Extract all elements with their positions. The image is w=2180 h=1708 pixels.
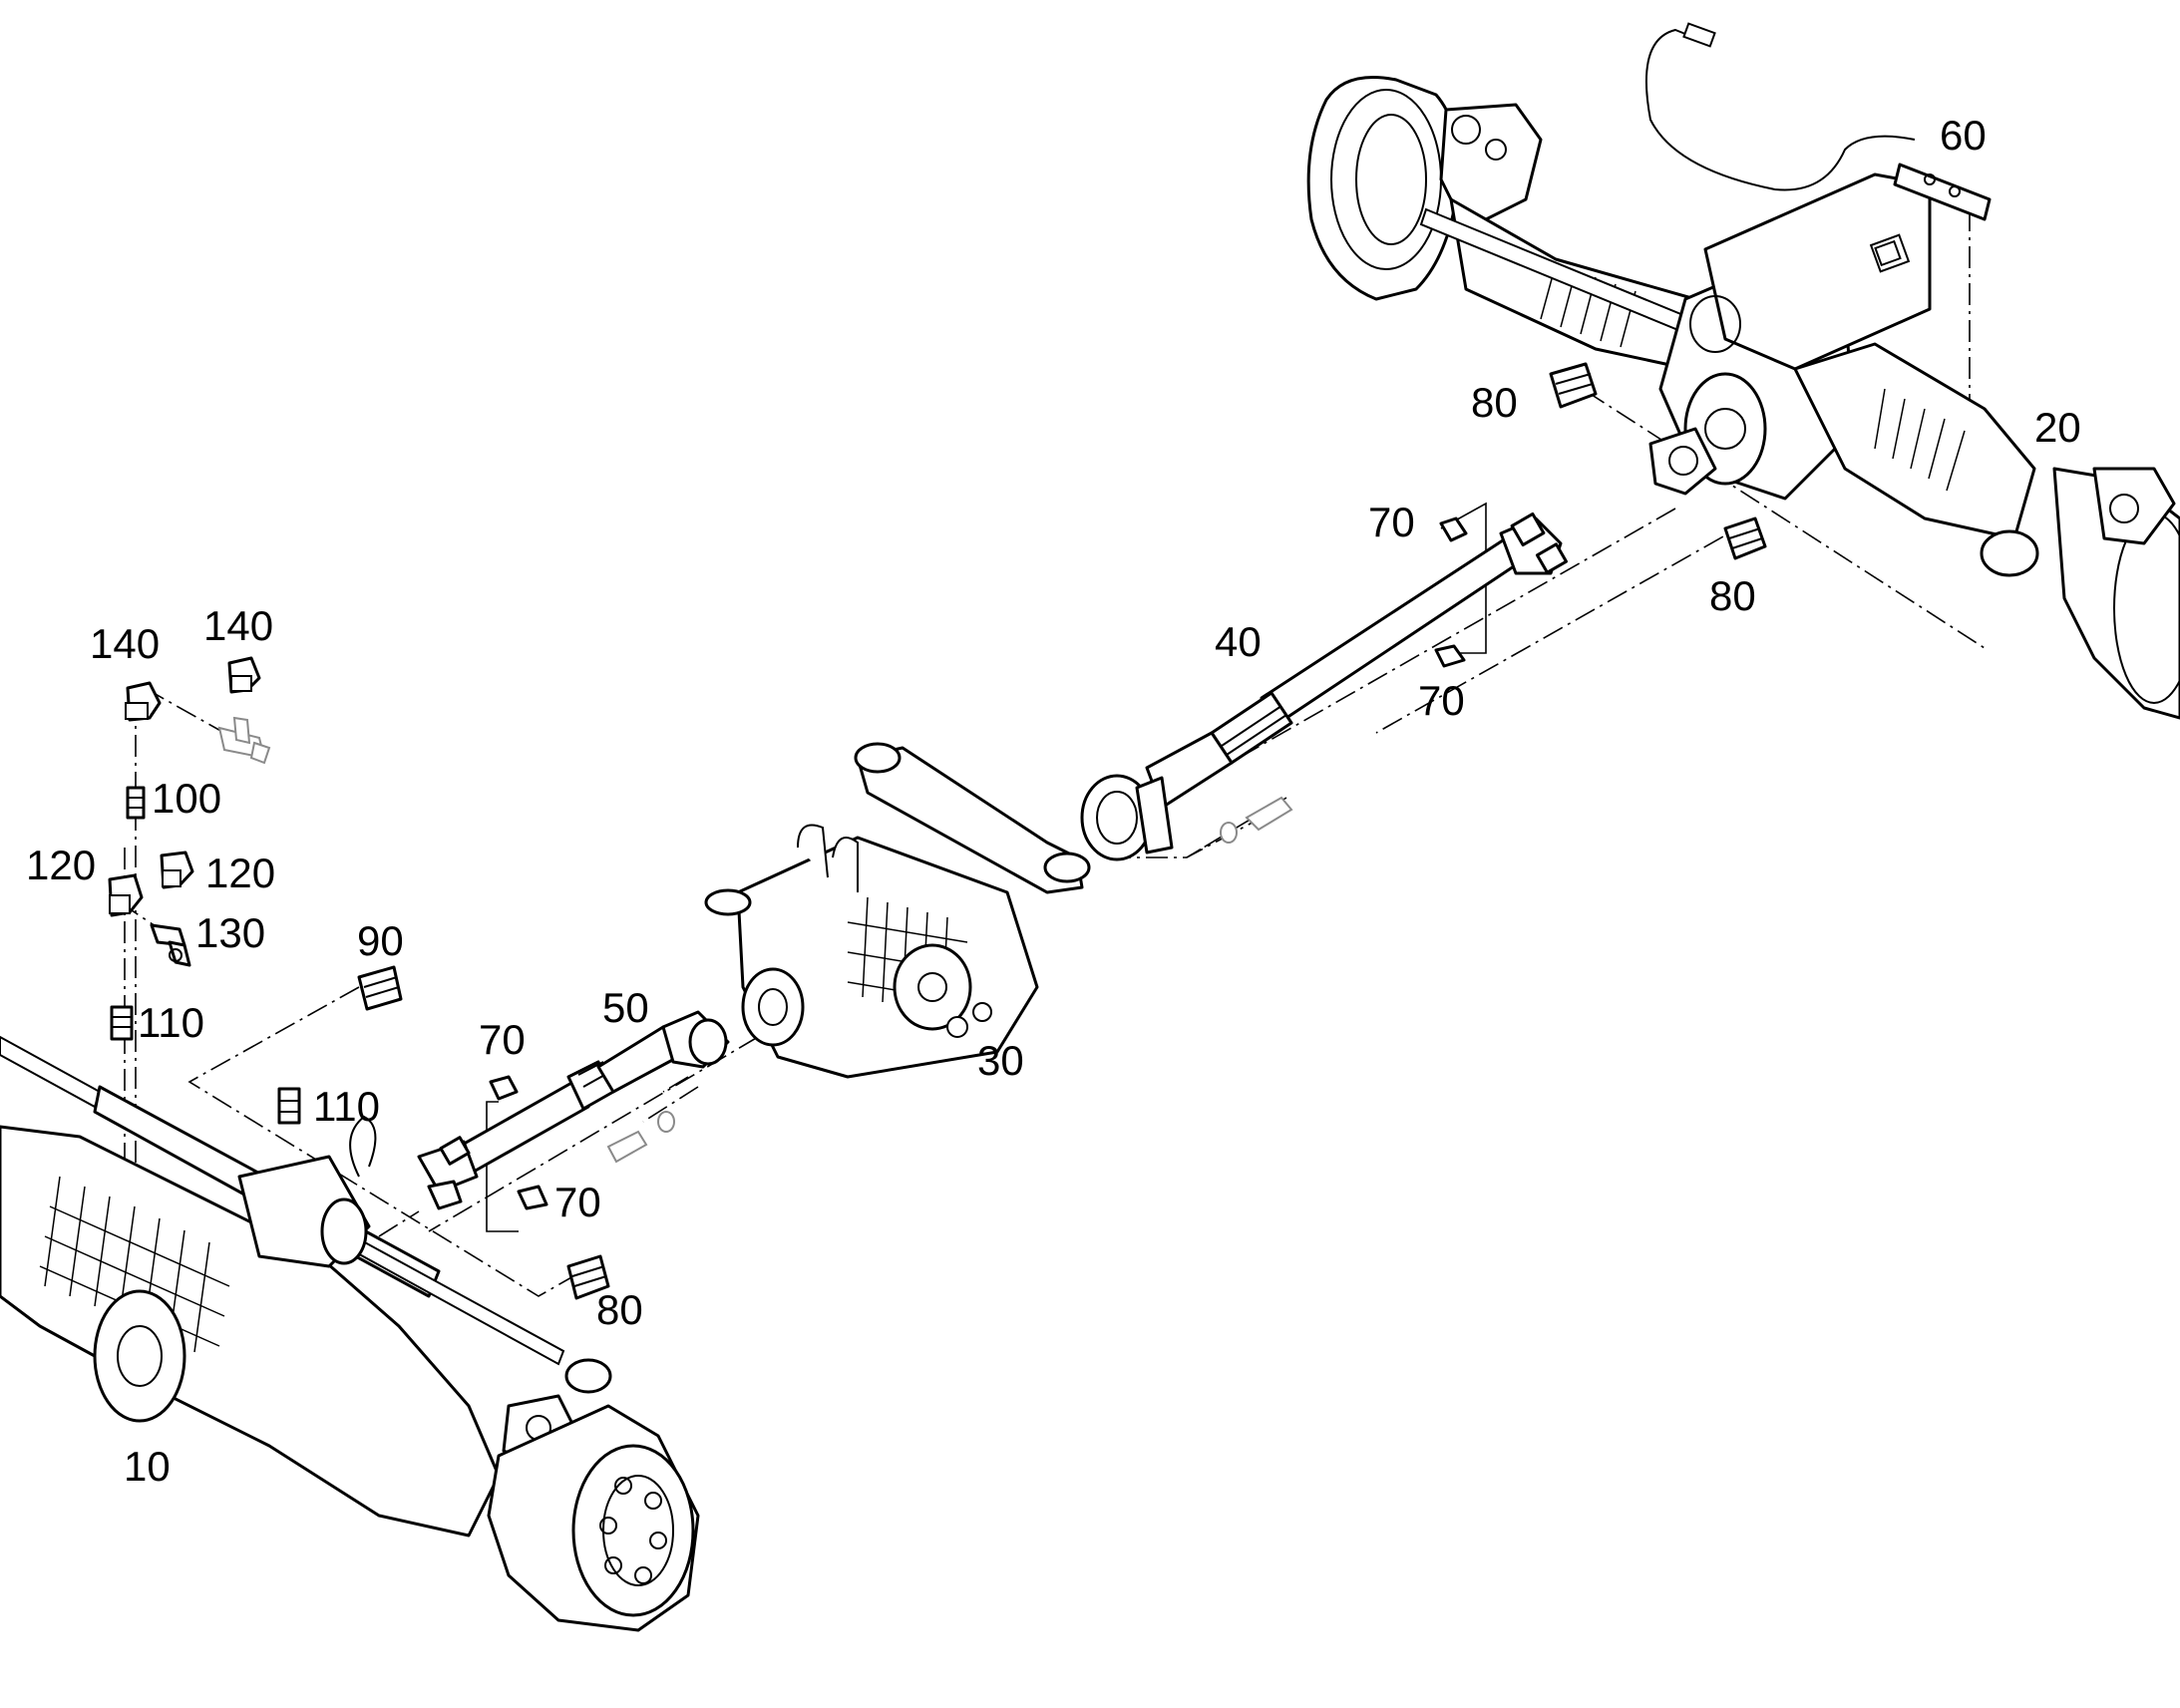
- tee-130: [150, 923, 191, 967]
- tee-fitting-gray: [217, 716, 271, 765]
- plug-80-front: [566, 1254, 610, 1300]
- callout-100: 100: [152, 775, 221, 822]
- clip-70-front-upper: [489, 1075, 519, 1101]
- transfer-case: [704, 742, 1091, 1079]
- callout-140-right: 140: [203, 602, 273, 649]
- front-axle: [0, 1035, 700, 1632]
- callout-140-left: 140: [90, 620, 160, 667]
- bolt-washer-front: [606, 1111, 675, 1164]
- elbow-120-left: [108, 873, 144, 917]
- callout-120-right: 120: [205, 850, 275, 896]
- callout-30: 30: [977, 1037, 1024, 1084]
- elbow-140-right: [227, 656, 261, 694]
- callout-130: 130: [195, 909, 265, 956]
- callout-labels: 10 20 30 40 50 60 70 70 70 70 80 80 80 9…: [26, 112, 2081, 1490]
- callout-70-rear-lower: 70: [1418, 677, 1465, 724]
- nipple-100: [126, 786, 146, 820]
- callout-70-front-upper: 70: [479, 1016, 526, 1063]
- callout-20: 20: [2034, 404, 2081, 451]
- callout-120-left: 120: [26, 842, 96, 888]
- rear-driveshaft: [1080, 512, 1569, 861]
- callout-70-front-lower: 70: [554, 1179, 601, 1225]
- bolt-washer-rear: [1220, 796, 1293, 844]
- callout-40: 40: [1215, 618, 1262, 665]
- callout-90: 90: [357, 917, 404, 964]
- plug-80-rear-left: [1549, 362, 1598, 409]
- clip-70-rear-lower: [1434, 644, 1466, 668]
- plug-90: [357, 965, 403, 1011]
- bracket-lines: [486, 502, 1487, 1232]
- clip-70-front-lower: [517, 1185, 548, 1210]
- callout-80-rear-right: 80: [1709, 572, 1756, 619]
- callout-60: 60: [1940, 112, 1987, 159]
- callout-70-rear-upper: 70: [1368, 499, 1415, 545]
- callout-10: 10: [124, 1443, 171, 1490]
- callout-80-front: 80: [596, 1286, 643, 1333]
- callout-110-center: 110: [313, 1083, 380, 1130]
- callout-50: 50: [602, 984, 649, 1031]
- nipple-110-left: [110, 1005, 134, 1041]
- plug-80-rear-right: [1723, 516, 1767, 560]
- elbow-140-left: [125, 681, 162, 722]
- front-driveshaft: [417, 1010, 730, 1210]
- nipple-110-center: [277, 1087, 301, 1125]
- callout-110-left: 110: [138, 999, 204, 1046]
- elbow-120-right: [160, 851, 194, 889]
- rear-axle: [1306, 22, 2180, 720]
- callout-80-rear-left: 80: [1471, 379, 1518, 426]
- clip-70-rear-upper: [1439, 516, 1468, 542]
